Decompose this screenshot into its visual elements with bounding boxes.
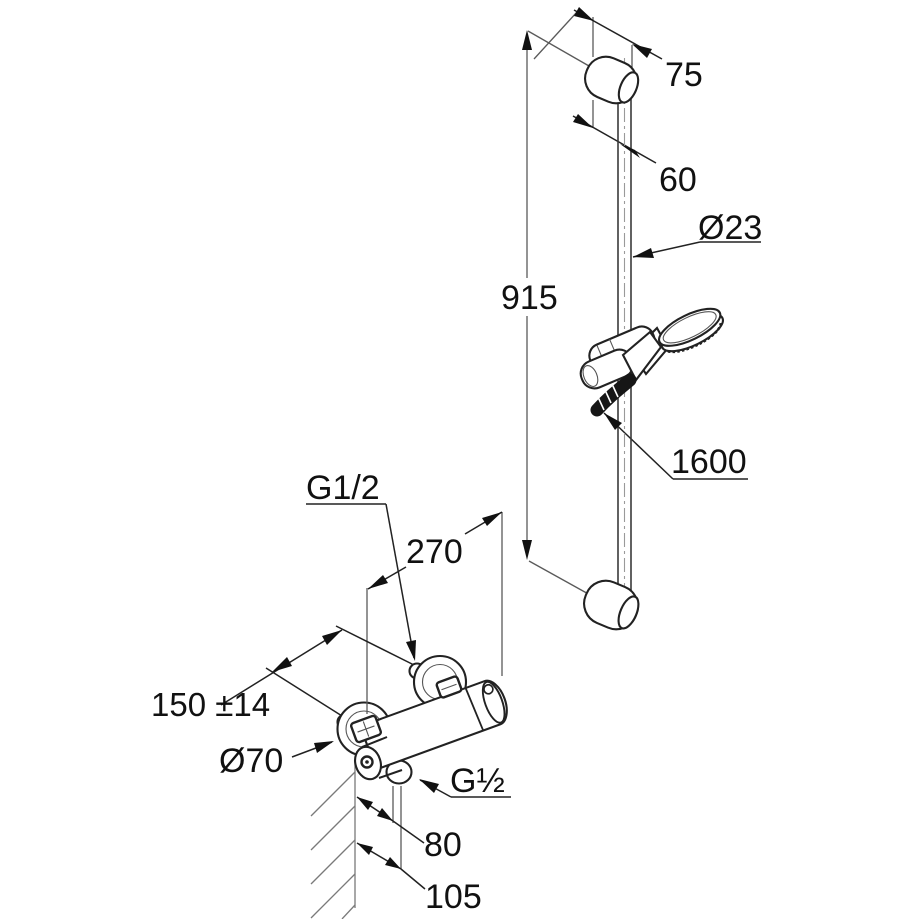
- hand-shower-head: [658, 307, 724, 354]
- extension-lines: [366, 11, 633, 869]
- dim-bar-length: 915: [501, 279, 558, 317]
- end-screw: [483, 683, 494, 695]
- dim-bar-diameter: Ø23: [698, 209, 762, 247]
- dim-inlet-spacing: 150 ±14: [151, 686, 270, 723]
- dim-outlet-offset: 80: [424, 826, 462, 864]
- dimension-arrows: [272, 7, 654, 869]
- dimension-labels: 75 60 Ø23 915 1600 G1/2 270 150 ±14 Ø70 …: [151, 56, 762, 916]
- spray-face: [667, 321, 722, 354]
- lower-union-nut: [350, 714, 382, 744]
- dim-bracket-depth: 75: [665, 56, 703, 94]
- top-wall-bracket: [584, 55, 640, 105]
- dim-outlet-thread: G½: [450, 762, 505, 800]
- dim-rosette-diameter: Ø70: [219, 742, 283, 780]
- rail-holder: [579, 325, 663, 390]
- bottom-wall-bracket: [583, 579, 640, 631]
- holder-cone: [621, 330, 663, 382]
- thermostatic-mixer: [336, 654, 508, 785]
- mixer-body: [359, 679, 508, 771]
- shower-rail: [579, 55, 724, 631]
- temperature-knob: [354, 736, 403, 781]
- dim-hose-length: 1600: [671, 443, 747, 481]
- dim-wall-offset: 60: [659, 161, 697, 199]
- shower-hose: [590, 373, 637, 417]
- knob-hole-center: [365, 760, 369, 764]
- dim-outlet-rise: 270: [406, 533, 463, 571]
- wall-section-hatching: [310, 760, 356, 919]
- handle-divider: [464, 687, 485, 731]
- upper-union-nut: [435, 675, 463, 699]
- dim-total-depth: 105: [425, 878, 482, 916]
- hand-shower: [579, 307, 724, 417]
- dim-top-thread: G1/2: [306, 469, 380, 507]
